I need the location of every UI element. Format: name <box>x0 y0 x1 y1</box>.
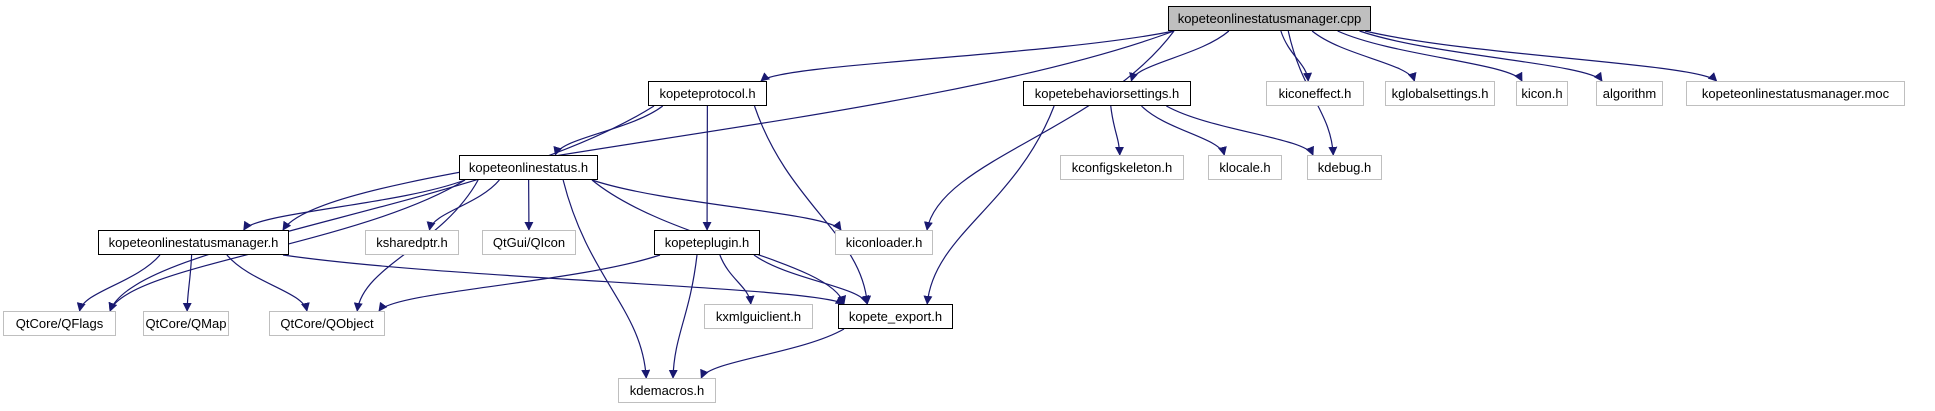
edge-root-to-moc <box>1364 30 1718 82</box>
edge-root-to-kopeteonlinestatusmanager-h <box>282 30 1175 231</box>
node-label: kdebug.h <box>1317 160 1372 175</box>
edge-kopeteonlinestatusmanager-h-to-qflags <box>76 254 161 312</box>
edge-root-to-kopeteprotocol <box>760 30 1175 82</box>
edge-kopeteonlinestatus-to-kiconloader <box>591 179 842 231</box>
edge-kopeteonlinestatusmanager-h-to-qmap <box>182 254 193 312</box>
node-label: kicon.h <box>1521 86 1563 101</box>
node-label: kopeteprotocol.h <box>659 86 756 101</box>
graph-node-kiconeffect: kiconeffect.h <box>1266 81 1364 106</box>
node-label: kopete_export.h <box>848 309 943 324</box>
edge-kopeteplugin-to-qobject <box>378 254 661 312</box>
graph-node-kxmlguiclient: kxmlguiclient.h <box>704 304 813 329</box>
node-label: kopeteonlinestatusmanager.h <box>108 235 279 250</box>
node-label: kiconloader.h <box>845 235 923 250</box>
graph-node-qflags: QtCore/QFlags <box>3 311 116 336</box>
graph-node-root[interactable]: kopeteonlinestatusmanager.cpp <box>1168 6 1371 31</box>
graph-node-kopeteprotocol[interactable]: kopeteprotocol.h <box>648 81 767 106</box>
edge-root-to-kglobalsettings <box>1311 30 1417 82</box>
edge-kopetebehaviorsettings-to-kconfigskeleton <box>1110 105 1125 156</box>
node-label: kglobalsettings.h <box>1391 86 1489 101</box>
graph-node-algorithm: algorithm <box>1596 81 1663 106</box>
graph-node-kopeteonlinestatusmanager-h[interactable]: kopeteonlinestatusmanager.h <box>98 230 289 255</box>
node-label: kiconeffect.h <box>1278 86 1352 101</box>
node-label: klocale.h <box>1219 160 1271 175</box>
edge-kopeteplugin-to-kdemacros <box>668 254 698 379</box>
edge-root-to-kicon <box>1337 30 1523 82</box>
edge-kopeteonlinestatus-to-kopeteonlinestatusmanager-h <box>243 179 466 231</box>
node-label: QtGui/QIcon <box>492 235 566 250</box>
edge-kopetebehaviorsettings-to-kdebug <box>1166 105 1314 156</box>
node-label: QtCore/QMap <box>145 316 227 331</box>
edge-root-to-kiconloader <box>924 30 1175 231</box>
node-label: algorithm <box>1602 86 1657 101</box>
edge-kopeteonlinestatus-to-kdemacros <box>562 179 651 379</box>
graph-node-kopetebehaviorsettings[interactable]: kopetebehaviorsettings.h <box>1023 81 1191 106</box>
graph-node-kiconloader: kiconloader.h <box>835 230 933 255</box>
graph-node-moc: kopeteonlinestatusmanager.moc <box>1686 81 1905 106</box>
edge-kopetebehaviorsettings-to-klocale <box>1141 105 1227 156</box>
node-label: kxmlguiclient.h <box>715 309 802 324</box>
edge-root-to-kopetebehaviorsettings <box>1129 30 1230 82</box>
graph-node-kglobalsettings: kglobalsettings.h <box>1385 81 1495 106</box>
node-label: kopetebehaviorsettings.h <box>1034 86 1180 101</box>
graph-node-kdebug: kdebug.h <box>1307 155 1382 180</box>
graph-node-kopeteplugin[interactable]: kopeteplugin.h <box>654 230 760 255</box>
node-label: kopeteplugin.h <box>664 235 750 250</box>
edge-kopete-export-to-kdemacros <box>700 328 845 379</box>
graph-node-kicon: kicon.h <box>1516 81 1568 106</box>
graph-node-qicon: QtGui/QIcon <box>482 230 576 255</box>
graph-node-ksharedptr: ksharedptr.h <box>365 230 459 255</box>
edge-kopetebehaviorsettings-to-kopete-export <box>923 105 1055 305</box>
edge-kopeteonlinestatusmanager-h-to-qobject <box>226 254 310 312</box>
node-label: kopeteonlinestatus.h <box>468 160 589 175</box>
node-label: kconfigskeleton.h <box>1071 160 1173 175</box>
graph-node-kdemacros: kdemacros.h <box>618 378 716 403</box>
edge-root-to-algorithm <box>1359 30 1603 82</box>
edge-kopeteonlinestatusmanager-h-to-kopete-export <box>282 254 845 305</box>
edge-kopeteprotocol-to-kopete-export <box>753 105 872 305</box>
edge-root-to-kiconeffect <box>1280 30 1313 82</box>
graph-node-kconfigskeleton: kconfigskeleton.h <box>1060 155 1184 180</box>
node-label: ksharedptr.h <box>376 235 448 250</box>
graph-node-kopete-export[interactable]: kopete_export.h <box>838 304 953 329</box>
node-label: QtCore/QFlags <box>15 316 104 331</box>
node-label: kopeteonlinestatusmanager.moc <box>1701 86 1890 101</box>
graph-node-qmap: QtCore/QMap <box>143 311 229 336</box>
graph-node-kopeteonlinestatus[interactable]: kopeteonlinestatus.h <box>459 155 598 180</box>
edge-kopeteplugin-to-kxmlguiclient <box>719 254 755 305</box>
edge-kopeteprotocol-to-qflags <box>108 105 655 312</box>
node-label: QtCore/QObject <box>280 316 374 331</box>
node-label: kopeteonlinestatusmanager.cpp <box>1177 11 1362 26</box>
graph-node-klocale: klocale.h <box>1208 155 1282 180</box>
node-label: kdemacros.h <box>629 383 705 398</box>
edge-kopeteplugin-to-kopete-export <box>753 254 869 305</box>
edge-kopeteprotocol-to-kopeteonlinestatus <box>553 105 664 156</box>
graph-node-qobject: QtCore/QObject <box>269 311 385 336</box>
